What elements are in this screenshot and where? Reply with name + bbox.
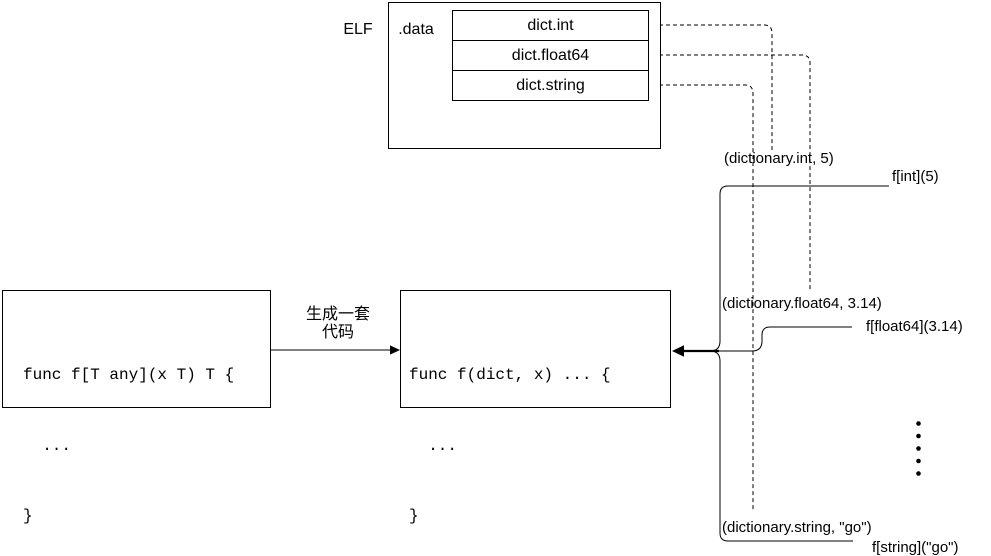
dict-entry-string: dict.string <box>453 70 648 100</box>
data-section-label: .data <box>398 21 434 38</box>
call-tuple-label-string: (dictionary.string, "go") <box>722 519 872 536</box>
dict-entry-float64: dict.float64 <box>453 40 648 70</box>
call-line-int <box>709 185 889 352</box>
generate-arrow-label-line2: 代码 <box>321 324 354 341</box>
dict-float64-dashed-line <box>652 54 811 290</box>
vertical-ellipsis <box>916 421 921 476</box>
code-line: ... <box>23 436 72 455</box>
dict-table: dict.int dict.float64 dict.string <box>452 10 649 101</box>
dict-entry-int: dict.int <box>527 17 574 34</box>
code-line: } <box>409 507 419 525</box>
arrowhead-icon <box>390 345 400 355</box>
call-tuple-label-float64: (dictionary.float64, 3.14) <box>722 295 882 312</box>
code-line: func f(dict, x) ... { <box>409 366 611 384</box>
generic-func-box: func f[T any](x T) T { ... } <box>2 290 271 525</box>
call-line-float64 <box>719 326 852 352</box>
dict-int-dashed-line <box>652 24 773 150</box>
code-line: } <box>23 507 33 525</box>
arrowhead-icon <box>672 345 684 357</box>
generated-func-box: func f(dict, x) ... { ... } <box>400 290 671 525</box>
call-line-string <box>709 350 853 542</box>
code-line: ... <box>409 436 458 455</box>
call-site-label-string: f[string]("go") <box>872 539 959 556</box>
elf-label: ELF <box>343 21 373 38</box>
call-tuple-label-int: (dictionary.int, 5) <box>724 150 834 167</box>
generate-arrow-label-line1: 生成一套 <box>305 306 370 323</box>
generated-func-code: func f(dict, x) ... { ... } <box>409 317 611 556</box>
call-site-label-float64: f[float64](3.14) <box>866 318 963 335</box>
generic-func-code: func f[T any](x T) T { ... } <box>23 317 234 556</box>
generate-arrow-label: 生成一套 代码 <box>294 306 382 342</box>
call-site-label-int: f[int](5) <box>892 168 939 185</box>
code-line: func f[T any](x T) T { <box>23 366 235 384</box>
